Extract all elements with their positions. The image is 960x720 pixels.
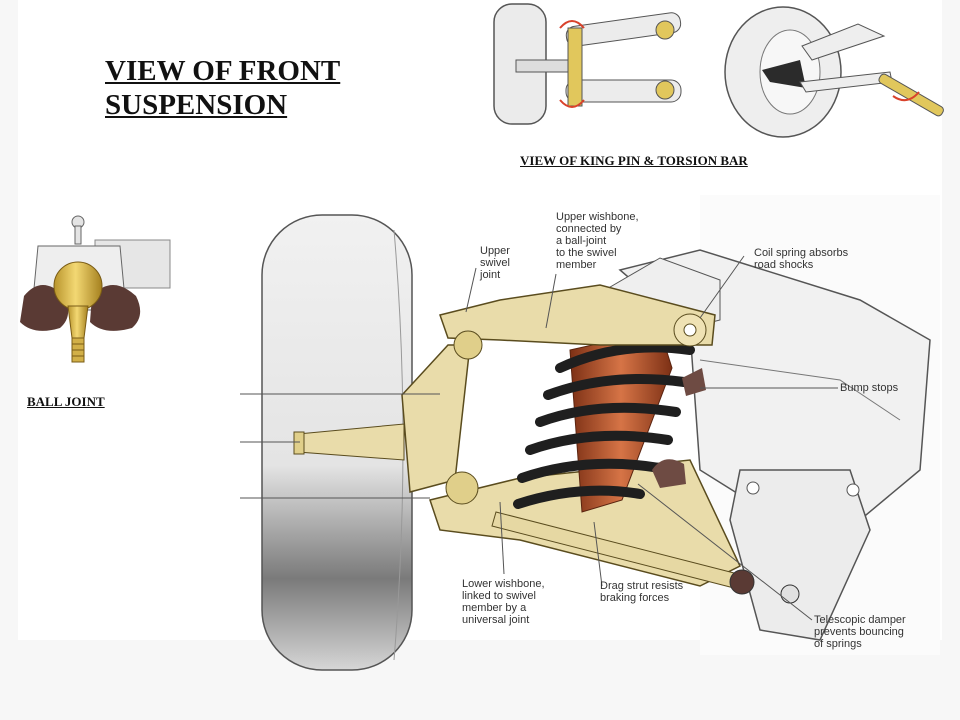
bump-stop-upper [682, 368, 706, 396]
kingpin-stub-axle [515, 59, 575, 73]
torsion-bar-thumbnail [724, 6, 944, 138]
chassis-bracket [729, 469, 871, 641]
torsion-upper-arm [801, 23, 886, 61]
torsion-rotation-arrow [892, 91, 920, 102]
ball-joint-stud [67, 305, 89, 339]
callout-upper-swivel-joint: Upper swivel joint [480, 245, 510, 281]
title-line-2: SUSPENSION [105, 89, 288, 121]
kingpin-thumbnail [490, 0, 682, 130]
callout-drag-strut: Drag strut resists braking forces [600, 580, 684, 604]
kingpin-rotation-arrow-upper [559, 20, 585, 29]
torsion-hub [762, 60, 806, 88]
kingpin-bolt-lower [655, 80, 675, 100]
callout-upper-wishbone: Upper wishbone, connected by a ball-join… [556, 211, 639, 271]
callout-lower-wishbone: Lower wishbone, linked to swivel member … [462, 578, 545, 626]
upper-swivel-joint [453, 330, 483, 360]
callout-telescopic-damper: Telescopic damper prevents bouncing of s… [814, 614, 906, 650]
kingpin-upper-arm [565, 12, 682, 47]
kingpin-lower-arm [565, 79, 682, 103]
leader-lines [240, 255, 838, 621]
lower-swivel-joint [445, 471, 479, 505]
page-title: VIEW OF FRONT SUSPENSION [105, 54, 340, 122]
ball-joint-rubber-boot [20, 285, 141, 331]
kingpin-rotation-arrow-lower [559, 99, 585, 108]
callout-coil-spring: Coil spring absorbs road shocks [754, 247, 849, 271]
coil-spring [513, 342, 695, 509]
title-line-1: VIEW OF FRONT [105, 55, 341, 87]
drag-strut-bush [729, 569, 755, 595]
ball-joint-ball [53, 261, 103, 311]
kingpin-post [567, 27, 583, 107]
caption-ball-joint: BALL JOINT [27, 394, 105, 409]
torsion-bar [878, 73, 944, 117]
kingpin-bolt-upper [655, 20, 675, 40]
ball-joint-thumbnail [20, 215, 171, 363]
caption-kingpin-torsion-bar: VIEW OF KING PIN & TORSION BAR [520, 153, 748, 168]
main-suspension-diagram [240, 214, 931, 671]
callout-bump-stops: Bump stops [840, 382, 899, 394]
bump-stop-lower [652, 459, 686, 488]
